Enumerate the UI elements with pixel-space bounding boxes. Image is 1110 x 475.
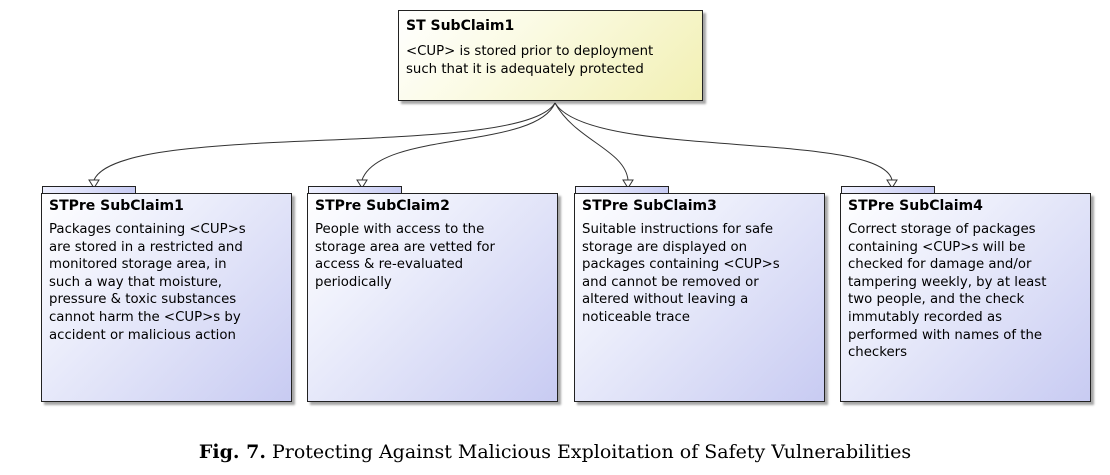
arrowhead-3: [622, 179, 634, 189]
subclaim4-tab: [841, 186, 935, 194]
subclaim1-text: Packages containing <CUP>s are stored in…: [49, 222, 246, 343]
subclaim4-text: Correct storage of packages containing <…: [848, 222, 1047, 361]
top-claim-node: ST SubClaim1 <CUP> is stored prior to de…: [398, 10, 703, 101]
connector-to-subclaim3: [554, 102, 629, 181]
subclaim2-tab: [308, 186, 402, 194]
subclaim2-text: People with access to the storage area a…: [315, 222, 495, 290]
arrowhead-2: [356, 179, 368, 189]
subclaim3-node: STPre SubClaim3 Suitable instructions fo…: [574, 193, 825, 402]
subclaim1-node: STPre SubClaim1 Packages containing <CUP…: [41, 193, 292, 402]
top-claim-text: <CUP> is stored prior to deployment such…: [406, 44, 654, 77]
subclaim2-title: STPre SubClaim2: [315, 198, 450, 214]
connector-to-subclaim4: [554, 102, 893, 181]
subclaim4-node: STPre SubClaim4 Correct storage of packa…: [840, 193, 1091, 402]
subclaim4-title: STPre SubClaim4: [848, 198, 983, 214]
figure-caption: Fig. 7. Protecting Against Malicious Exp…: [0, 441, 1110, 463]
connector-to-subclaim2: [361, 102, 556, 181]
subclaim3-title: STPre SubClaim3: [582, 198, 717, 214]
connector-to-subclaim1: [93, 102, 556, 181]
subclaim3-text: Suitable instructions for safe storage a…: [582, 222, 780, 325]
subclaim2-node: STPre SubClaim2 People with access to th…: [307, 193, 558, 402]
caption-label: Fig. 7.: [198, 441, 266, 463]
arrowhead-4: [886, 179, 898, 189]
subclaim1-tab: [42, 186, 136, 194]
caption-text: Protecting Against Malicious Exploitatio…: [265, 441, 912, 463]
subclaim3-tab: [575, 186, 669, 194]
top-claim-title: ST SubClaim1: [406, 18, 515, 34]
arrowhead-1: [88, 179, 100, 189]
subclaim1-title: STPre SubClaim1: [49, 198, 184, 214]
